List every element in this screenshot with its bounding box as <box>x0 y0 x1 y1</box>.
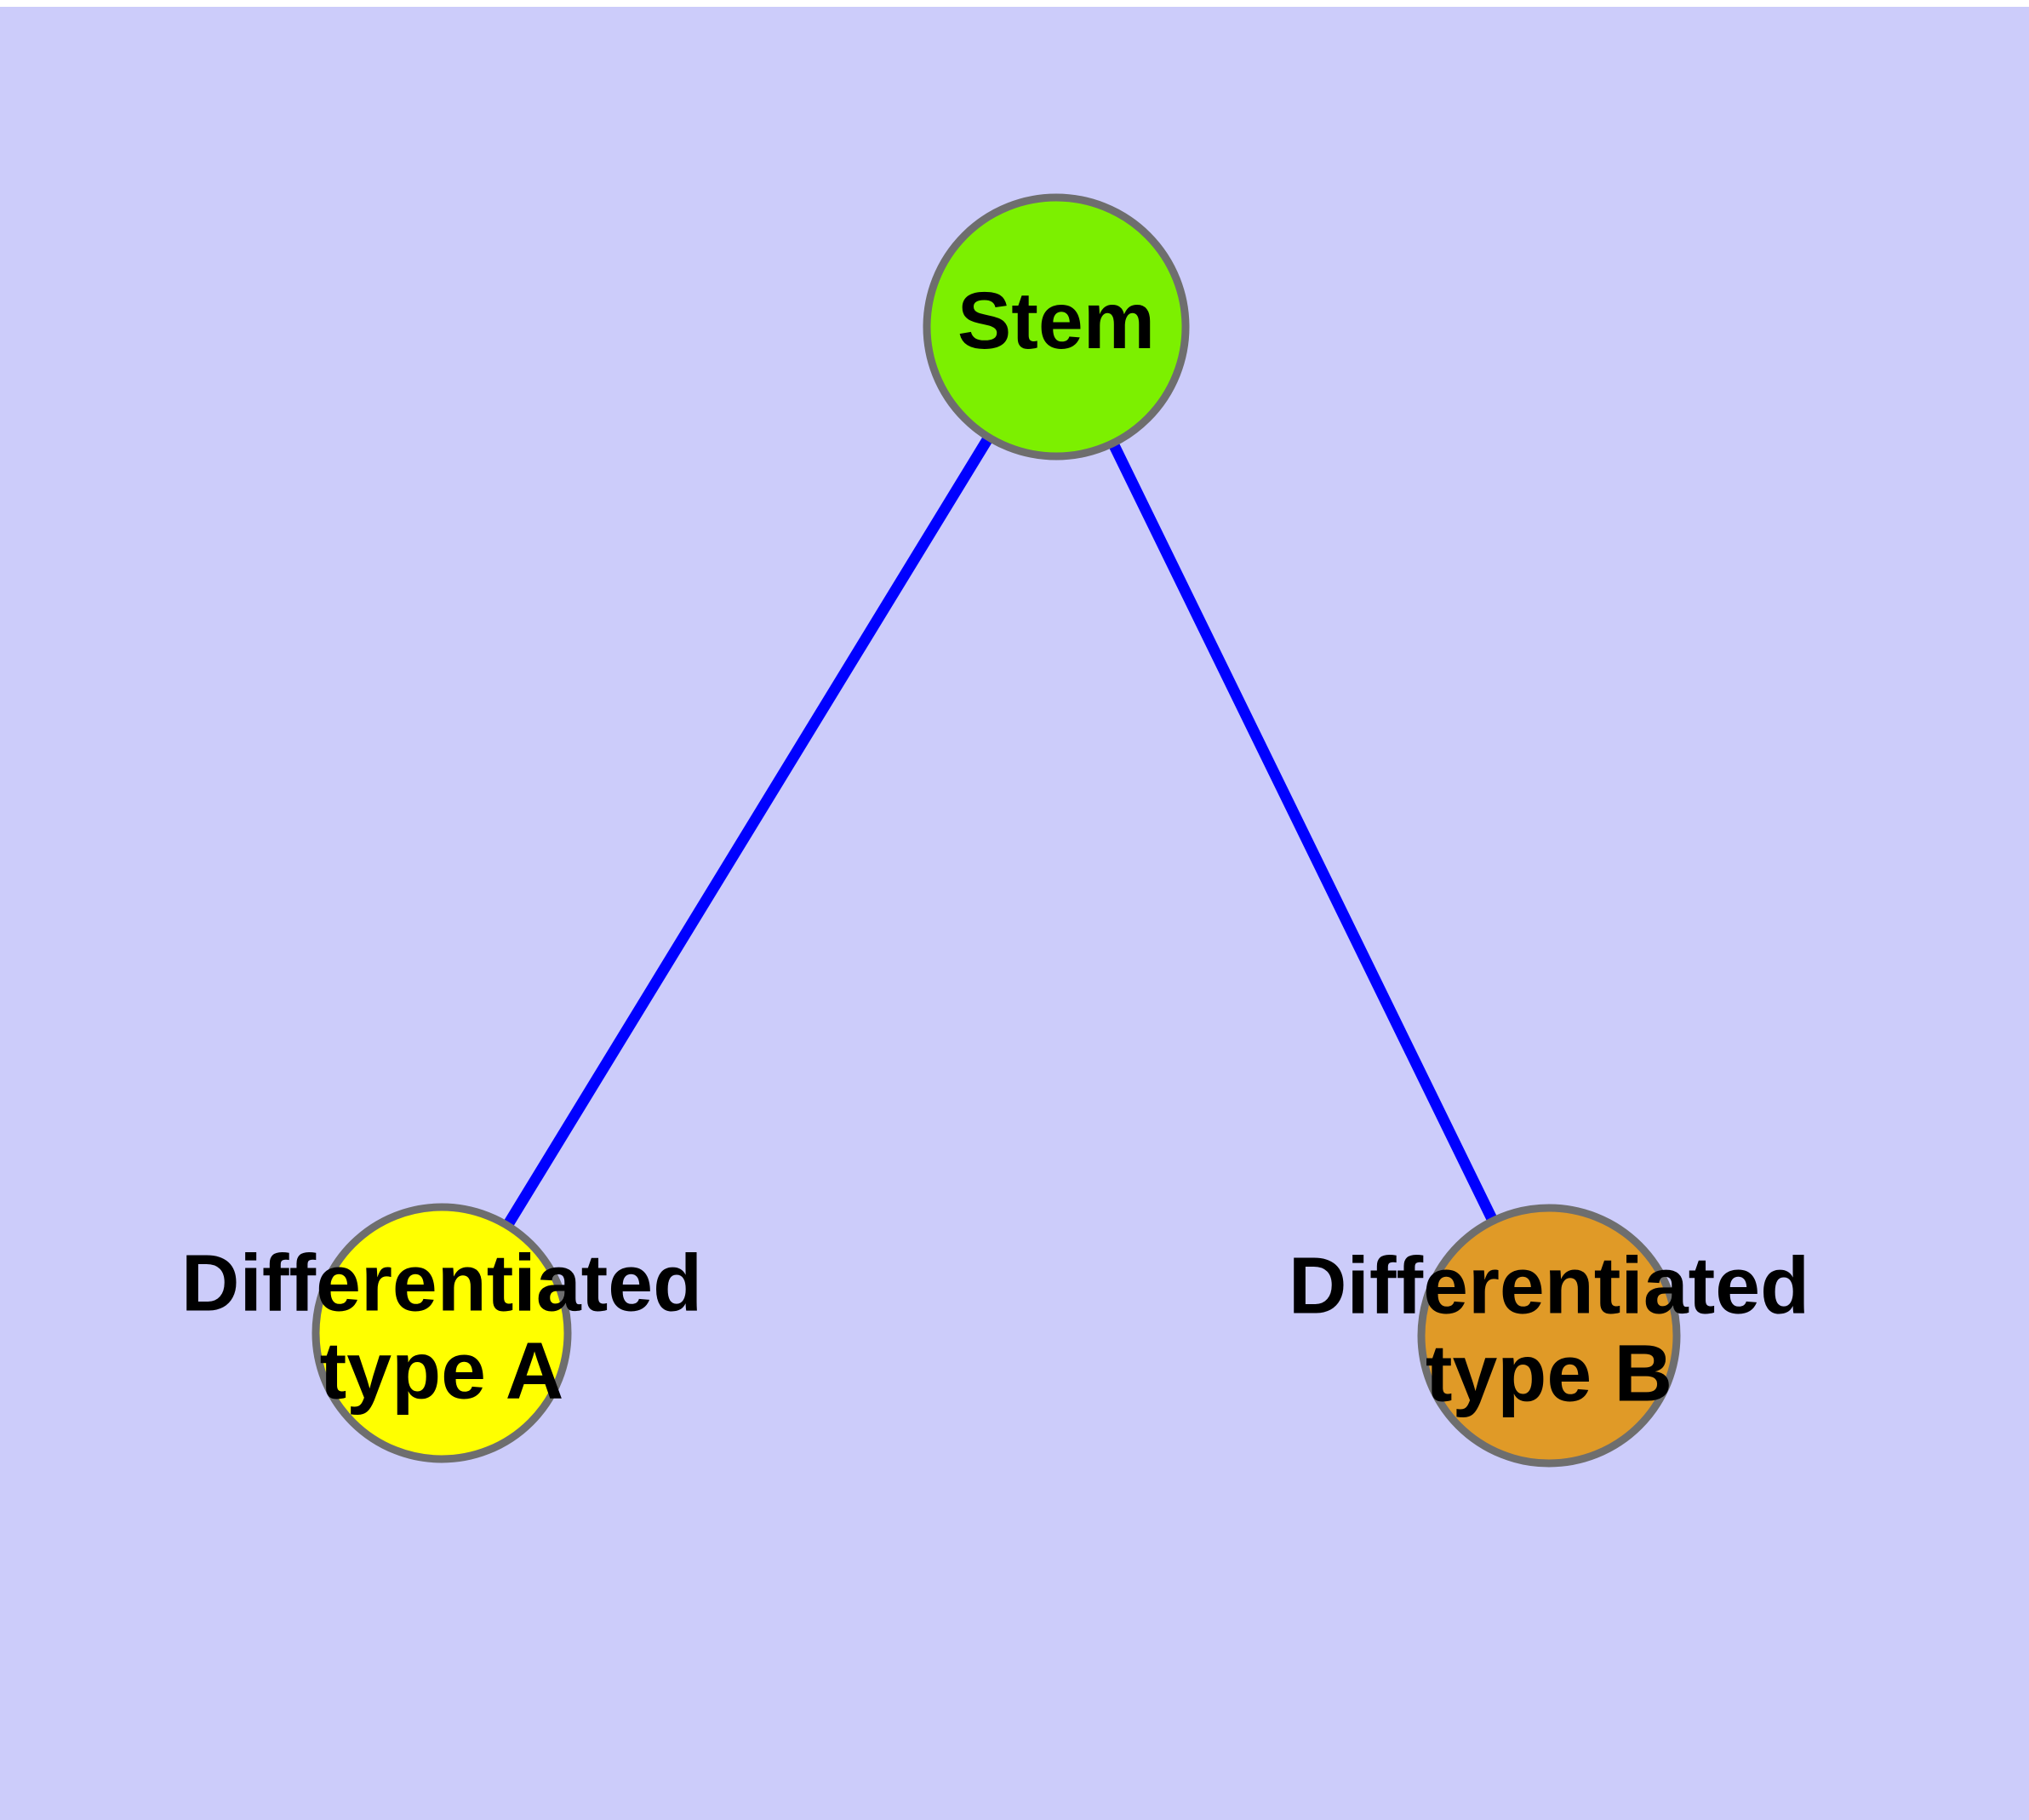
graph-edge-stem-to-a[interactable] <box>437 323 1061 1336</box>
graph-node-label-line: type A <box>320 1325 564 1416</box>
graph-node-label-line: Stem <box>957 276 1155 366</box>
graph-node-label-line: Differentiated <box>181 1239 702 1329</box>
graph-node-label-stem: Stem <box>957 276 1155 366</box>
graph-node-label-line: type B <box>1426 1328 1672 1418</box>
graph-node-label-line: Differentiated <box>1289 1241 1809 1331</box>
graph-edge-stem-to-b[interactable] <box>1051 324 1554 1338</box>
nodes-layer <box>311 193 1681 1468</box>
graph-node-stem[interactable] <box>923 193 1190 461</box>
edges-layer <box>437 323 1554 1338</box>
graph-node-diff_b[interactable] <box>1417 1204 1681 1468</box>
graph-node-diff_a[interactable] <box>311 1203 572 1463</box>
